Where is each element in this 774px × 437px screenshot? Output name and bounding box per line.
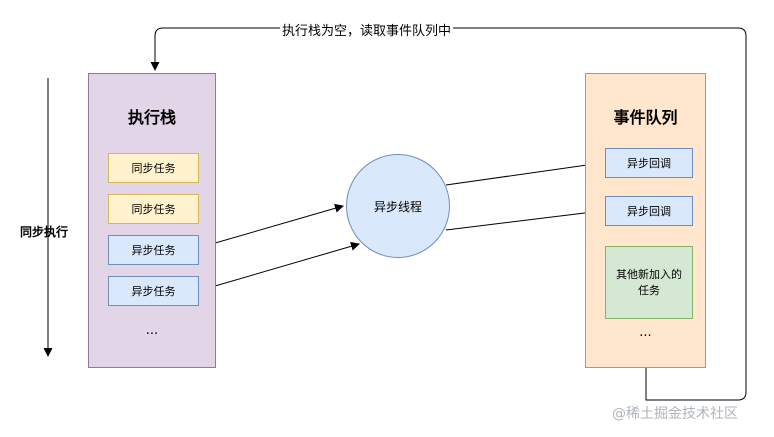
execution-stack: 执行栈 同步任务 同步任务 异步任务 异步任务 ... — [88, 73, 216, 368]
event-queue: 事件队列 异步回调 异步回调 其他新加入的任务 ... — [585, 73, 706, 368]
watermark: @稀土掘金技术社区 — [612, 406, 738, 422]
stack-title: 执行栈 — [127, 108, 176, 127]
stack-ellipsis: ... — [145, 322, 159, 338]
arrow-async1-to-thread — [197, 203, 344, 249]
new-task: 其他新加入的任务 — [605, 246, 693, 319]
loop-back-arrow — [150, 27, 747, 401]
queue-title: 事件队列 — [613, 108, 678, 127]
async-callback: 异步回调 — [605, 148, 693, 178]
sync-task: 同步任务 — [108, 153, 199, 183]
sync-exec-label: 同步执行 — [20, 225, 69, 239]
async-task: 异步任务 — [108, 276, 199, 306]
arrow-async2-to-thread — [197, 241, 360, 292]
loop-label: 执行栈为空，读取事件队列中 — [280, 20, 454, 39]
arrow-thread-to-callback2 — [445, 207, 602, 231]
async-task: 异步任务 — [108, 235, 199, 265]
async-thread: 异步线程 — [346, 154, 450, 258]
async-callback: 异步回调 — [605, 196, 693, 226]
sync-task: 同步任务 — [108, 194, 199, 224]
arrow-thread-to-callback1 — [445, 159, 602, 186]
queue-ellipsis: ... — [639, 324, 652, 340]
